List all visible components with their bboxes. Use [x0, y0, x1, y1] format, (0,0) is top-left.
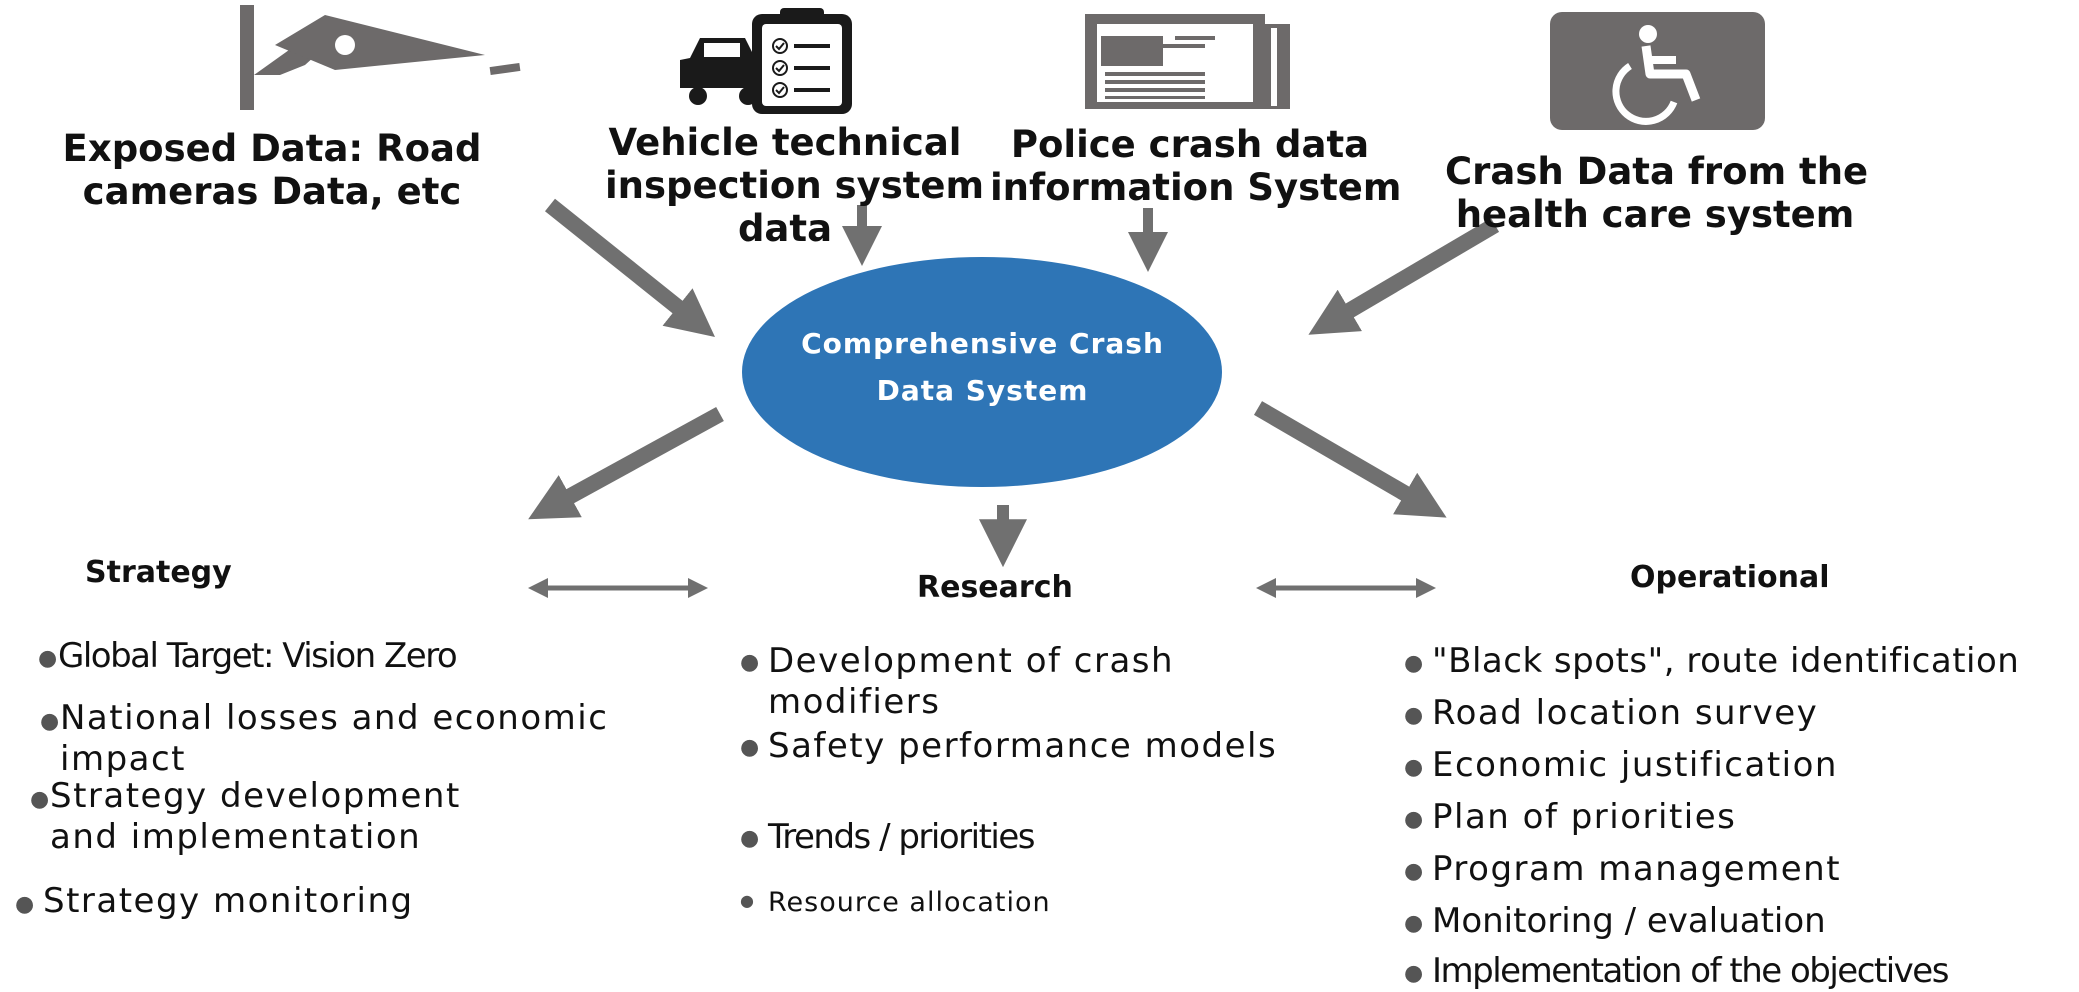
bullet-dot: ●	[40, 709, 60, 734]
newspaper-icon	[1085, 14, 1290, 109]
bullet-dot: ●	[1404, 961, 1424, 986]
list-item: Safety performance models	[768, 726, 1278, 766]
wheelchair-icon	[1550, 12, 1765, 130]
list-item: Plan of priorities	[1432, 797, 1737, 837]
list-item: Implementation of the objectives	[1432, 951, 1949, 991]
bullet-dot: ●	[1404, 911, 1424, 936]
arrow-cameras-to-hub	[545, 198, 715, 337]
list-item: Trends / priorities	[768, 817, 1035, 857]
bullet-dot: ●	[1404, 651, 1424, 676]
list-item: Strategy development and implementation	[50, 776, 461, 857]
list-item: Development of crash modifiers	[768, 641, 1175, 722]
bullet-dot: ●	[740, 735, 760, 760]
category-title-strategy: Strategy	[85, 555, 232, 590]
list-item: "Black spots", route identification	[1432, 641, 2020, 681]
category-title-operational: Operational	[1630, 560, 1830, 595]
bullet-dot: ●	[1404, 755, 1424, 780]
hub-ellipse	[742, 257, 1222, 487]
list-item: Monitoring / evaluation	[1432, 901, 1826, 941]
bullet-dot: ●	[38, 646, 58, 671]
camera-icon	[240, 5, 521, 110]
list-item: Road location survey	[1432, 693, 1819, 733]
bullet-dot: ●	[740, 826, 760, 851]
bullet-dot: ●	[15, 892, 35, 917]
source-title-health: Crash Data from the health care system	[1445, 150, 1869, 236]
source-title-police: Police crash data information System	[990, 123, 1402, 209]
bullet-dot: ●	[1404, 859, 1424, 884]
bullet-dot: ●	[1404, 807, 1424, 832]
list-item: Strategy monitoring	[43, 881, 414, 921]
list-item: National losses and economic impact	[60, 698, 609, 779]
list-item: Program management	[1432, 849, 1842, 889]
source-title-inspection: Vehicle technical inspection system data	[605, 121, 985, 250]
bullet-dot: ●	[30, 787, 50, 812]
list-item: Economic justification	[1432, 745, 1838, 785]
list-item: Global Target: Vision Zero	[58, 636, 458, 676]
hub-label: Comprehensive Crash Data System	[801, 327, 1164, 407]
bullet-dot: ●	[740, 891, 754, 910]
list-item: Resource allocation	[768, 887, 1051, 918]
arrow-health-to-hub	[1308, 218, 1500, 335]
inspection-checklist-icon	[680, 8, 852, 114]
bullet-dot: ●	[740, 650, 760, 675]
bullet-dot: ●	[1404, 703, 1424, 728]
source-title-cameras: Exposed Data: Road cameras Data, etc	[62, 127, 482, 213]
category-title-research: Research	[917, 570, 1073, 605]
arrow-hub-to-strategy	[528, 406, 724, 520]
arrow-hub-to-operational	[1253, 401, 1447, 518]
